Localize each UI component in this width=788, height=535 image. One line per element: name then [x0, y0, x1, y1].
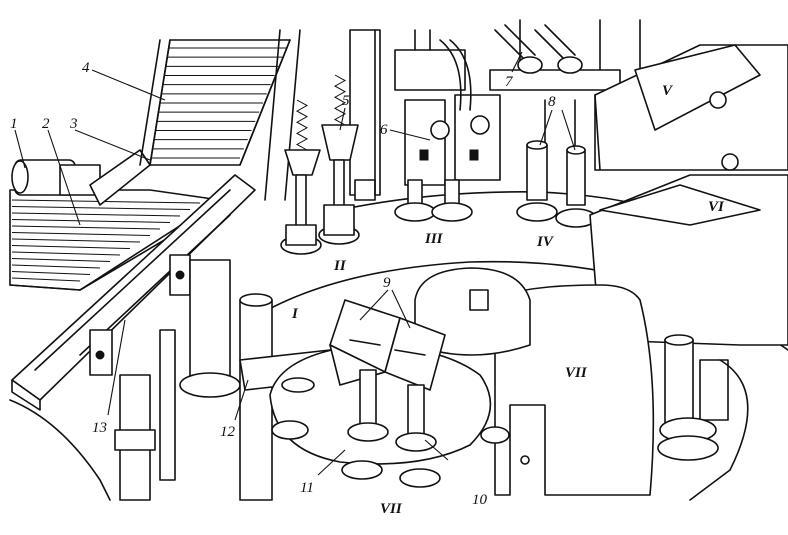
spring-left	[295, 99, 309, 151]
part-label-5: 5	[342, 93, 350, 109]
leader-8a	[539, 109, 553, 146]
part-label-6: 6	[380, 122, 388, 138]
part-label-8: 8	[548, 94, 556, 110]
leader-9b	[391, 289, 411, 329]
inclined-conveyor	[139, 29, 301, 201]
leader-10	[424, 439, 449, 461]
leader-3	[74, 129, 151, 161]
leader-5	[339, 107, 346, 131]
infeed-conveyor	[9, 149, 221, 291]
conveyor-slat	[11, 258, 111, 262]
conveyor-slat	[11, 199, 201, 204]
conveyor-slat	[11, 264, 101, 269]
station-iii-heads	[394, 29, 501, 222]
conveyor-slat	[11, 225, 161, 230]
station-label-i: I	[291, 306, 299, 322]
leader-12	[234, 379, 249, 421]
part-label-11: 11	[300, 480, 314, 496]
machine-body	[239, 19, 788, 361]
conveyor-slat	[11, 206, 191, 210]
part-label-1: 1	[10, 116, 18, 132]
station-label-iii: III	[424, 231, 444, 247]
leader-1	[14, 129, 26, 169]
conveyor-slat	[11, 251, 121, 256]
leader-lines	[14, 51, 576, 476]
station-label-vii-right: VII	[565, 365, 588, 381]
conveyor-slat	[11, 232, 151, 236]
discharge-chute	[9, 174, 256, 501]
part-label-4: 4	[82, 60, 90, 76]
conveyor-slat	[11, 271, 91, 275]
part-number-labels: 1 2 3 4 5 6 7 8 9 10 11 12 13	[10, 60, 556, 508]
station-label-v: V	[662, 83, 674, 99]
spring-right	[333, 74, 347, 126]
leader-8b	[561, 109, 576, 151]
conveyor-slat	[11, 212, 181, 217]
leader-2	[47, 129, 81, 226]
leader-7	[511, 51, 523, 73]
station-ii-tools	[280, 74, 360, 255]
station-vii-housing	[494, 284, 749, 501]
part-label-13: 13	[92, 420, 107, 436]
leader-9a	[359, 289, 389, 321]
leader-4	[91, 69, 166, 101]
conveyor-slat	[11, 238, 141, 243]
leader-13	[107, 319, 126, 416]
leader-11	[317, 449, 346, 476]
part-label-9: 9	[383, 275, 391, 291]
station-label-ii: II	[333, 258, 347, 274]
conveyor-slat	[11, 245, 131, 249]
station-label-vi: VI	[708, 199, 725, 215]
lower-rotor	[269, 267, 531, 488]
station-iv-tubes	[494, 24, 597, 228]
part-label-12: 12	[220, 424, 236, 440]
conveyor-slat	[11, 277, 81, 282]
station-label-vii-bottom: VII	[380, 501, 403, 517]
leader-6	[389, 129, 431, 141]
station-label-iv: IV	[536, 234, 555, 250]
part-label-2: 2	[42, 116, 50, 132]
part-label-3: 3	[69, 116, 78, 132]
station-labels: I II III IV V VI VII VII	[291, 83, 725, 517]
conveyor-slat	[11, 219, 171, 223]
part-label-7: 7	[505, 74, 514, 90]
part-label-10: 10	[472, 492, 488, 508]
